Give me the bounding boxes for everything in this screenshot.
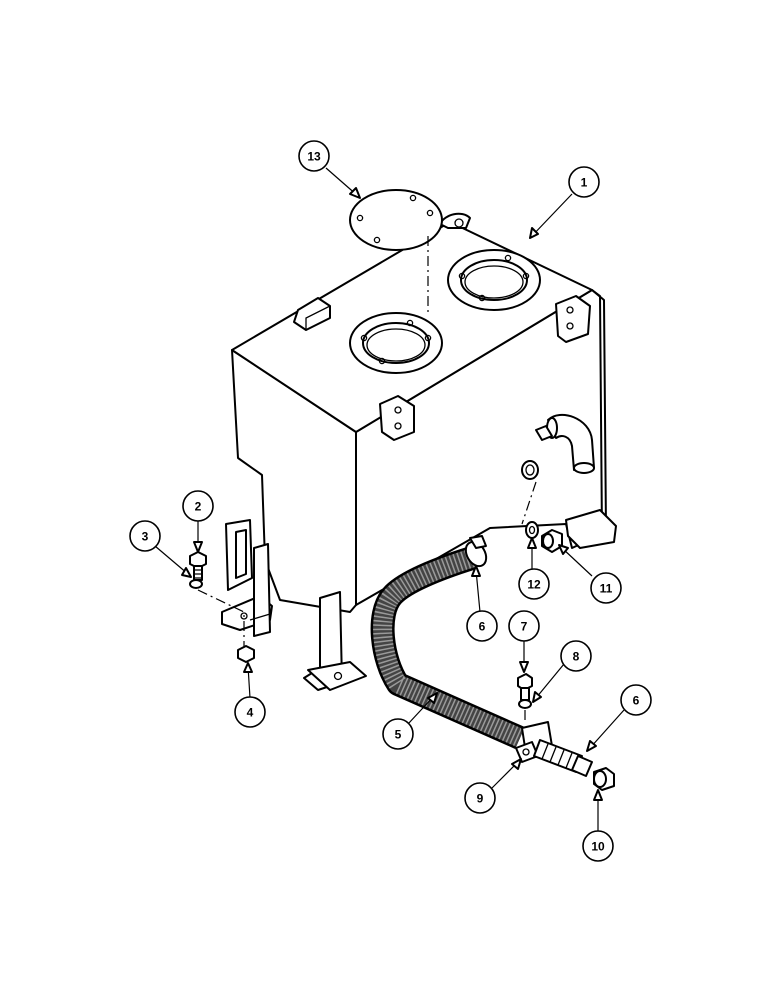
callout-6-lower: 6	[620, 684, 652, 716]
svg-text:6: 6	[479, 620, 486, 634]
callout-1: 1	[568, 166, 600, 198]
callout-12: 12	[518, 568, 550, 600]
upper-hose-clamp	[464, 535, 488, 568]
hex-nut	[237, 645, 255, 663]
svg-text:5: 5	[395, 728, 402, 742]
callout-2: 2	[182, 490, 214, 522]
svg-text:3: 3	[142, 530, 149, 544]
svg-text:10: 10	[591, 840, 605, 854]
mounting-bolt	[189, 551, 207, 581]
callout-13: 13	[298, 140, 330, 172]
cover-plate	[349, 189, 443, 251]
drain-plug	[541, 529, 563, 553]
return-elbow	[546, 413, 595, 474]
callout-7: 7	[508, 610, 540, 642]
callout-8: 8	[560, 640, 592, 672]
callout-11: 11	[590, 572, 622, 604]
sealing-washer	[525, 521, 539, 539]
svg-text:11: 11	[600, 582, 613, 596]
suction-hose	[370, 546, 525, 749]
svg-text:4: 4	[247, 706, 254, 720]
leader-lines	[154, 167, 625, 832]
svg-text:8: 8	[573, 650, 580, 664]
end-cap-plug	[593, 767, 615, 791]
svg-text:13: 13	[307, 150, 321, 164]
svg-text:1: 1	[581, 176, 588, 190]
svg-text:12: 12	[527, 578, 541, 592]
drain-port	[521, 460, 539, 480]
front-filler-flange	[349, 312, 443, 374]
callout-9: 9	[464, 782, 496, 814]
callout-10: 10	[582, 830, 614, 862]
svg-text:2: 2	[195, 500, 202, 514]
callout-5: 5	[382, 718, 414, 750]
svg-text:9: 9	[477, 792, 484, 806]
callout-6-upper: 6	[466, 610, 498, 642]
clamp-washer	[518, 699, 532, 709]
callout-3: 3	[129, 520, 161, 552]
drain-plug-alignment-line	[521, 481, 537, 525]
hydraulic-tank	[221, 212, 617, 691]
callout-4: 4	[234, 696, 266, 728]
breather-plug	[535, 425, 553, 441]
lower-hose-fitting	[533, 739, 593, 777]
svg-text:7: 7	[521, 620, 528, 634]
lock-washer	[189, 579, 203, 589]
svg-text:6: 6	[633, 694, 640, 708]
rear-filler-flange	[447, 249, 541, 311]
clamp-bolt	[517, 673, 533, 701]
